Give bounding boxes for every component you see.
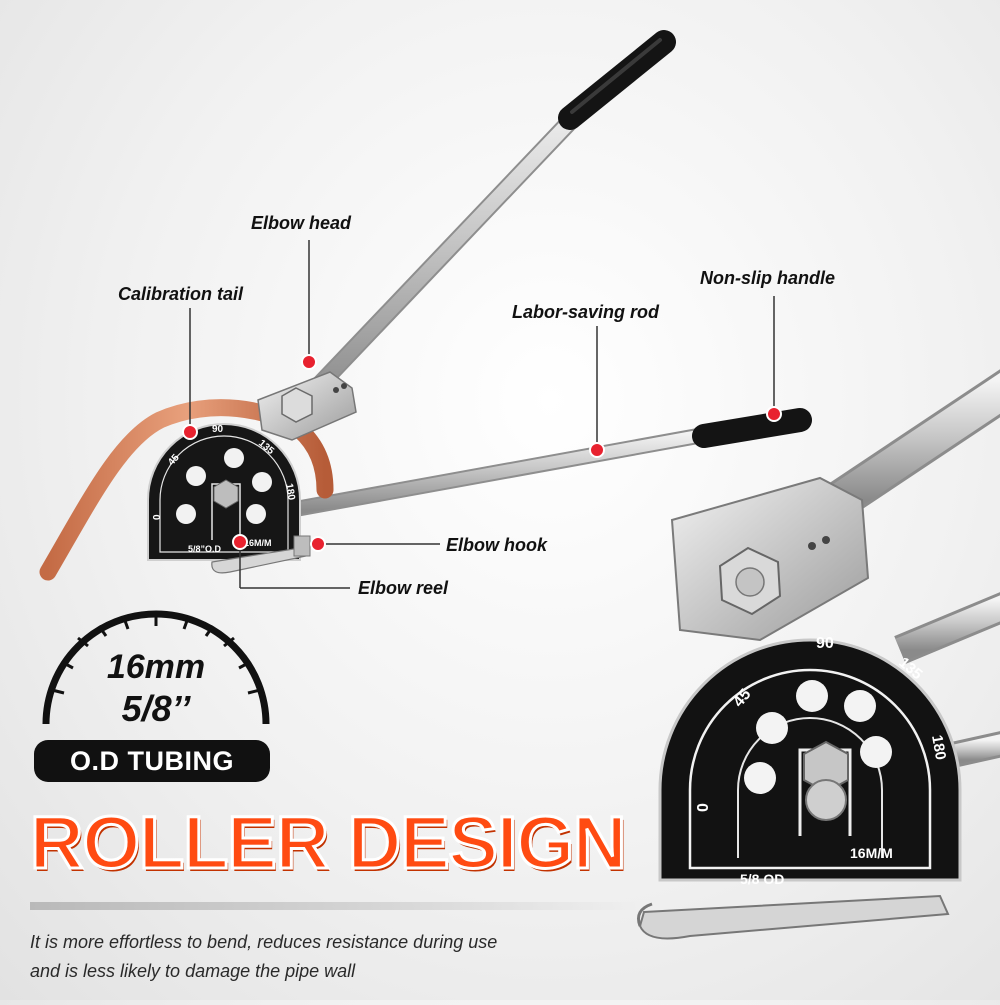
elbow-head-block: [257, 371, 357, 441]
small-dial-size-od: 5/8”O.D: [188, 544, 222, 554]
callout-labor-saving-rod: Labor-saving rod: [512, 302, 660, 322]
closeup-dial-0: 0: [695, 803, 712, 812]
description-line-1: It is more effortless to bend, reduces r…: [30, 932, 498, 952]
closeup-elbow-hook: [637, 894, 950, 940]
closeup-dial-size-mm: 16M/M: [850, 845, 893, 861]
small-dial-size-mm: 16M/M: [244, 538, 272, 548]
description-line-2: and is less likely to damage the pipe wa…: [30, 961, 356, 981]
small-dial-180: 180: [283, 483, 297, 502]
callout-elbow-reel: Elbow reel: [358, 578, 449, 598]
small-roller-dial: 0 45 90 135 180 5/8”O.D 16M/M: [147, 423, 301, 561]
callout-non-slip-handle: Non-slip handle: [700, 268, 835, 288]
closeup-dial-size-od: 5/8 OD: [740, 871, 784, 887]
spec-size-mm: 16mm: [106, 648, 206, 686]
callout-elbow-hook: Elbow hook: [446, 535, 547, 555]
callout-dots: [182, 354, 782, 552]
closeup-dial-90: 90: [816, 635, 834, 652]
gauge-icon: [42, 610, 270, 725]
divider: [30, 902, 640, 910]
closeup-dial-180: 180: [928, 734, 949, 762]
od-tubing-badge: O.D TUBING: [34, 740, 270, 782]
small-dial-0: 0: [152, 514, 163, 520]
copper-pipe: [39, 399, 334, 581]
upper-rod: [296, 30, 676, 409]
description: It is more effortless to bend, reduces r…: [30, 928, 630, 986]
small-dial-90: 90: [212, 424, 224, 435]
spec-size-inch: 5/8’’: [121, 688, 191, 729]
closeup-head-block: [670, 476, 870, 642]
callout-lines: [189, 240, 775, 589]
headline: ROLLER DESIGN: [28, 800, 627, 886]
lower-rod: [282, 408, 812, 518]
elbow-hook-small: [211, 535, 311, 574]
closeup-roller-dial: 0 45 90 135 180 5/8 OD 16M/M: [658, 635, 962, 887]
callout-elbow-head: Elbow head: [251, 213, 352, 233]
callout-calibration-tail: Calibration tail: [118, 284, 244, 304]
